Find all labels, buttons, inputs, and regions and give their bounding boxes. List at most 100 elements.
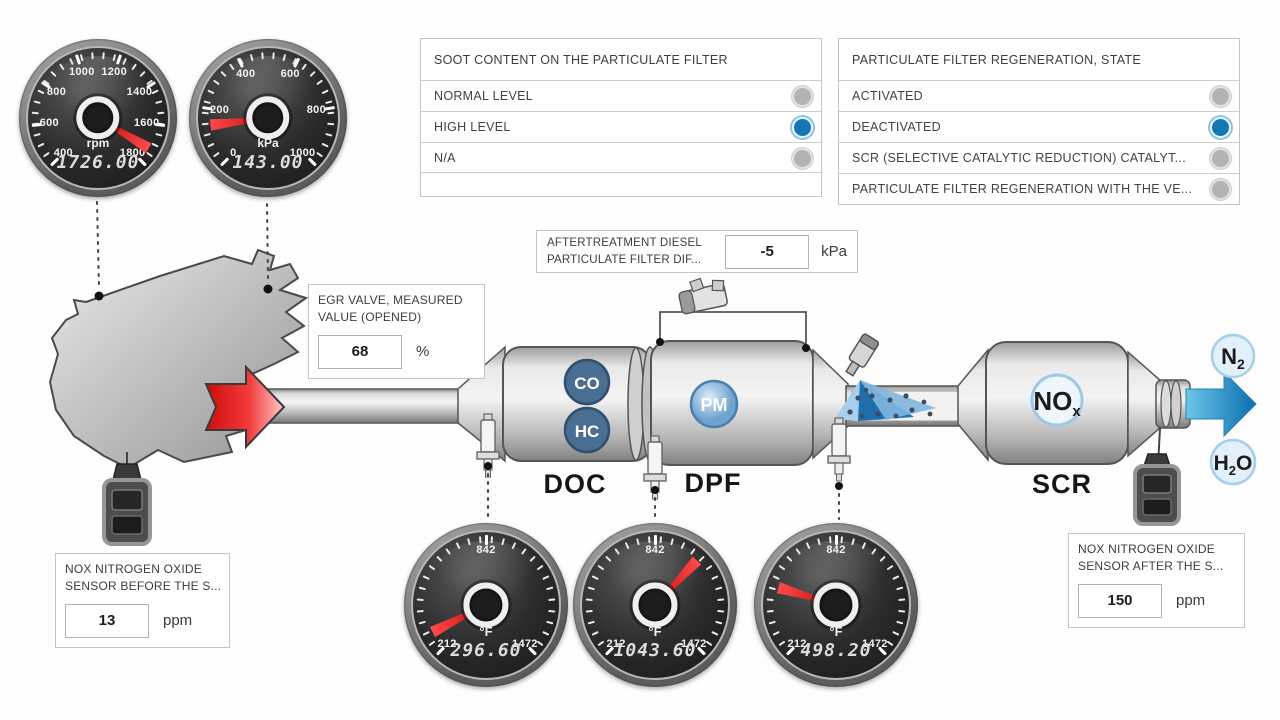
egr-label: EGR VALVE, MEASURED VALUE (OPENED) bbox=[318, 293, 463, 325]
gauge-value: 1043.60 bbox=[613, 640, 697, 662]
gauge-unit: kPa bbox=[257, 136, 279, 151]
regeneration-state-panel: PARTICULATE FILTER REGENERATION, STATE A… bbox=[838, 38, 1240, 205]
gauge-tick-label: 1000 bbox=[68, 65, 95, 78]
soot-option-row[interactable]: N/A bbox=[421, 142, 821, 173]
egr-unit: % bbox=[416, 343, 430, 361]
nox-before-label: NOX NITROGEN OXIDE SENSOR BEFORE THE S..… bbox=[65, 562, 220, 594]
h2o-badge bbox=[1209, 438, 1257, 486]
regen-option-row[interactable]: ACTIVATED bbox=[839, 80, 1239, 111]
pressure-sensor-icon bbox=[678, 277, 728, 315]
dpf-diff-unit: kPa bbox=[821, 243, 847, 260]
gauge-unit: rpm bbox=[86, 136, 110, 151]
gauge-tick-label: 1472 bbox=[862, 637, 888, 650]
radio-button[interactable] bbox=[1210, 116, 1231, 138]
gauge-tick-label: 600 bbox=[280, 68, 300, 81]
nox-sensor-icon bbox=[1133, 453, 1181, 526]
h2o-badge-label: H2O bbox=[1214, 452, 1253, 478]
egr-valve-panel: EGR VALVE, MEASURED VALUE (OPENED) 68 % bbox=[308, 284, 485, 379]
radio-button[interactable] bbox=[1210, 147, 1231, 169]
bracket-dot bbox=[802, 344, 810, 352]
soot-option-row[interactable]: HIGH LEVEL bbox=[421, 111, 821, 142]
def-injector-icon bbox=[845, 333, 880, 377]
option-label: N/A bbox=[434, 151, 456, 165]
option-label: ACTIVATED bbox=[852, 89, 923, 103]
gauge-tick-label: 1000 bbox=[289, 146, 316, 159]
gauge-tick-label: 1472 bbox=[512, 637, 538, 650]
gauge-tick-label: 1200 bbox=[101, 65, 128, 78]
gauge-tick-label: 212 bbox=[606, 637, 626, 650]
gauge-tick-label: 212 bbox=[437, 637, 457, 650]
egr-value-field[interactable]: 68 bbox=[318, 334, 402, 369]
n2-badge-label: N2 bbox=[1221, 344, 1245, 372]
gauge-tick-label: 842 bbox=[826, 544, 846, 556]
gauge-tick-label: 800 bbox=[306, 104, 327, 117]
gauge-value: 143.00 bbox=[232, 151, 304, 173]
soot-content-panel: SOOT CONTENT ON THE PARTICULATE FILTER N… bbox=[420, 38, 822, 174]
radio-button[interactable] bbox=[792, 85, 813, 107]
exhaust-flow-in-arrow bbox=[204, 364, 286, 450]
scr-label: SCR bbox=[1032, 469, 1092, 499]
gauge-hub bbox=[463, 582, 509, 628]
gauge-unit: °F bbox=[829, 623, 843, 639]
option-label: NORMAL LEVEL bbox=[434, 89, 534, 103]
def-spray-cone bbox=[860, 380, 936, 420]
gauge-tick-label: 400 bbox=[53, 146, 73, 159]
gauge-tick-label: 0 bbox=[230, 146, 237, 159]
def-spray-droplets bbox=[847, 387, 933, 419]
radio-button[interactable] bbox=[792, 116, 813, 138]
nox-after-value-field[interactable]: 150 bbox=[1078, 583, 1162, 618]
nox-before-unit: ppm bbox=[163, 612, 193, 630]
nox-after-label: NOX NITROGEN OXIDE SENSOR AFTER THE S... bbox=[1078, 542, 1224, 574]
gauge-tick-label: 1600 bbox=[133, 117, 160, 130]
gauge-value: 1726.00 bbox=[56, 151, 140, 173]
option-label: PARTICULATE FILTER REGENERATION WITH THE… bbox=[852, 182, 1193, 196]
gauge-tick-label: 400 bbox=[236, 68, 256, 81]
gauge-tick-label: 1472 bbox=[681, 637, 707, 650]
gauge-hub bbox=[246, 96, 290, 140]
gauge-value: 498.20 bbox=[800, 640, 872, 662]
gauge-tick-label: 800 bbox=[46, 85, 67, 98]
dpf-diff-value-field[interactable]: -5 bbox=[725, 234, 810, 269]
radio-button[interactable] bbox=[792, 147, 813, 169]
outlet-ring bbox=[1170, 380, 1182, 428]
radio-button[interactable] bbox=[1210, 178, 1231, 200]
radio-button[interactable] bbox=[1210, 85, 1231, 107]
option-label: DEACTIVATED bbox=[852, 120, 941, 134]
gauge-hub bbox=[632, 582, 678, 628]
regen-option-row[interactable]: PARTICULATE FILTER REGENERATION WITH THE… bbox=[839, 173, 1239, 204]
nox-before-value-field[interactable]: 13 bbox=[65, 603, 149, 638]
gauge-unit: °F bbox=[479, 623, 493, 639]
outlet-ring bbox=[1160, 380, 1172, 428]
option-label: HIGH LEVEL bbox=[434, 120, 511, 134]
engine-silhouette bbox=[48, 248, 309, 470]
nox-after-unit: ppm bbox=[1176, 592, 1206, 610]
gauge-tick-label: 200 bbox=[209, 104, 230, 117]
scr-inlet-cone bbox=[957, 347, 989, 463]
bracket-dot bbox=[656, 338, 664, 346]
connector-lines bbox=[96, 201, 840, 520]
gauge-hub bbox=[813, 582, 859, 628]
nox-badge-label: NOx bbox=[1033, 386, 1081, 420]
hc-badge-label: HC bbox=[575, 422, 600, 441]
connector-dots bbox=[94, 284, 843, 494]
gauge-tick-label: 842 bbox=[645, 544, 665, 556]
soot-panel-title: SOOT CONTENT ON THE PARTICULATE FILTER bbox=[434, 52, 728, 67]
n2-badge bbox=[1210, 333, 1256, 379]
co-badge bbox=[563, 358, 611, 406]
nox-sensor-before-panel: NOX NITROGEN OXIDE SENSOR BEFORE THE S..… bbox=[55, 553, 230, 648]
regen-option-row[interactable]: DEACTIVATED bbox=[839, 111, 1239, 142]
soot-option-row[interactable]: NORMAL LEVEL bbox=[421, 80, 821, 111]
dpf-label: DPF bbox=[685, 468, 742, 498]
gauge-unit: °F bbox=[648, 623, 662, 639]
gauge-tick-label: 1400 bbox=[126, 85, 153, 98]
gauge-tick-label: 212 bbox=[787, 637, 807, 650]
clean-flow-out-arrow bbox=[1185, 370, 1257, 438]
gauge-face bbox=[411, 530, 561, 680]
option-label: SCR (SELECTIVE CATALYTIC REDUCTION) CATA… bbox=[852, 151, 1186, 165]
regen-option-row[interactable]: SCR (SELECTIVE CATALYTIC REDUCTION) CATA… bbox=[839, 142, 1239, 173]
